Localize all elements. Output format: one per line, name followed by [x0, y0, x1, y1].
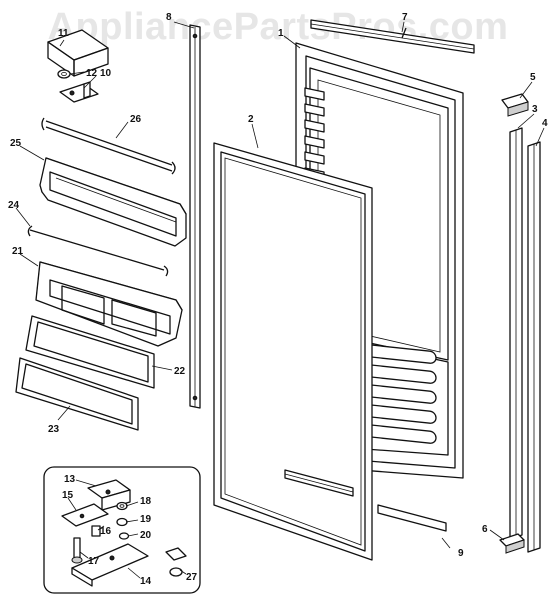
part-11-hinge-cover[interactable] [47, 29, 109, 77]
part-10-top-hinge[interactable] [59, 81, 99, 103]
callout-21: 21 [12, 246, 24, 257]
callout-labels: 8 7 1 2 5 3 4 9 6 11 12 10 26 25 24 21 2… [8, 12, 548, 587]
callout-9: 9 [458, 548, 464, 559]
part-16-hinge-pin[interactable] [91, 525, 101, 537]
callout-5: 5 [530, 72, 536, 83]
callout-1: 1 [278, 28, 284, 39]
hinge-kit-group [43, 466, 201, 594]
part-4-side-trim[interactable] [527, 141, 541, 553]
callout-23: 23 [48, 424, 60, 435]
callout-16: 16 [100, 526, 112, 537]
callout-3: 3 [532, 104, 538, 115]
part-6-end-cap[interactable] [499, 533, 525, 554]
callout-26: 26 [130, 114, 142, 125]
part-21-door-bin[interactable] [35, 261, 183, 347]
callout-6: 6 [482, 524, 488, 535]
part-26-shelf-bar[interactable] [41, 117, 176, 175]
callout-19: 19 [140, 514, 152, 525]
callout-11: 11 [58, 28, 69, 39]
callout-14: 14 [140, 576, 152, 587]
part-23-bin-face[interactable] [15, 357, 139, 431]
part-17-hinge-screw[interactable] [71, 537, 83, 564]
callout-25: 25 [10, 138, 22, 149]
callout-8: 8 [166, 12, 172, 23]
callout-27: 27 [186, 572, 198, 583]
part-15-hinge-plate[interactable] [61, 503, 109, 527]
part-27-hinge-cap[interactable] [165, 547, 187, 577]
callout-22: 22 [174, 366, 186, 377]
part-18-washer[interactable] [116, 501, 128, 511]
part-7-top-trim[interactable] [310, 19, 475, 54]
callout-24: 24 [8, 200, 20, 211]
callout-2: 2 [248, 114, 254, 125]
part-5-end-cap[interactable] [501, 93, 529, 117]
part-2-door-gasket[interactable] [213, 142, 373, 561]
callout-13: 13 [64, 474, 76, 485]
callout-7: 7 [402, 12, 408, 23]
part-22-bin-frame[interactable] [25, 315, 155, 389]
part-19-washer[interactable] [116, 517, 128, 527]
callout-4: 4 [542, 118, 548, 129]
callout-10: 10 [100, 68, 112, 79]
callout-17: 17 [88, 556, 100, 567]
callout-12: 12 [86, 68, 98, 79]
part-12-hinge-washer[interactable] [57, 69, 71, 79]
part-24-wire-bar[interactable] [27, 225, 169, 277]
part-20-washer[interactable] [118, 532, 130, 540]
callout-18: 18 [140, 496, 152, 507]
callout-20: 20 [140, 530, 152, 541]
part-25-door-bin[interactable] [39, 157, 187, 247]
part-3-side-trim[interactable] [509, 127, 523, 540]
part-8-vertical-strip[interactable] [189, 24, 201, 409]
part-14-bottom-hinge[interactable] [71, 543, 149, 587]
callout-leaders [15, 21, 545, 579]
part-9-bottom-trim[interactable] [284, 469, 447, 532]
callout-15: 15 [62, 490, 74, 501]
part-13-hinge-bracket[interactable] [87, 479, 131, 511]
